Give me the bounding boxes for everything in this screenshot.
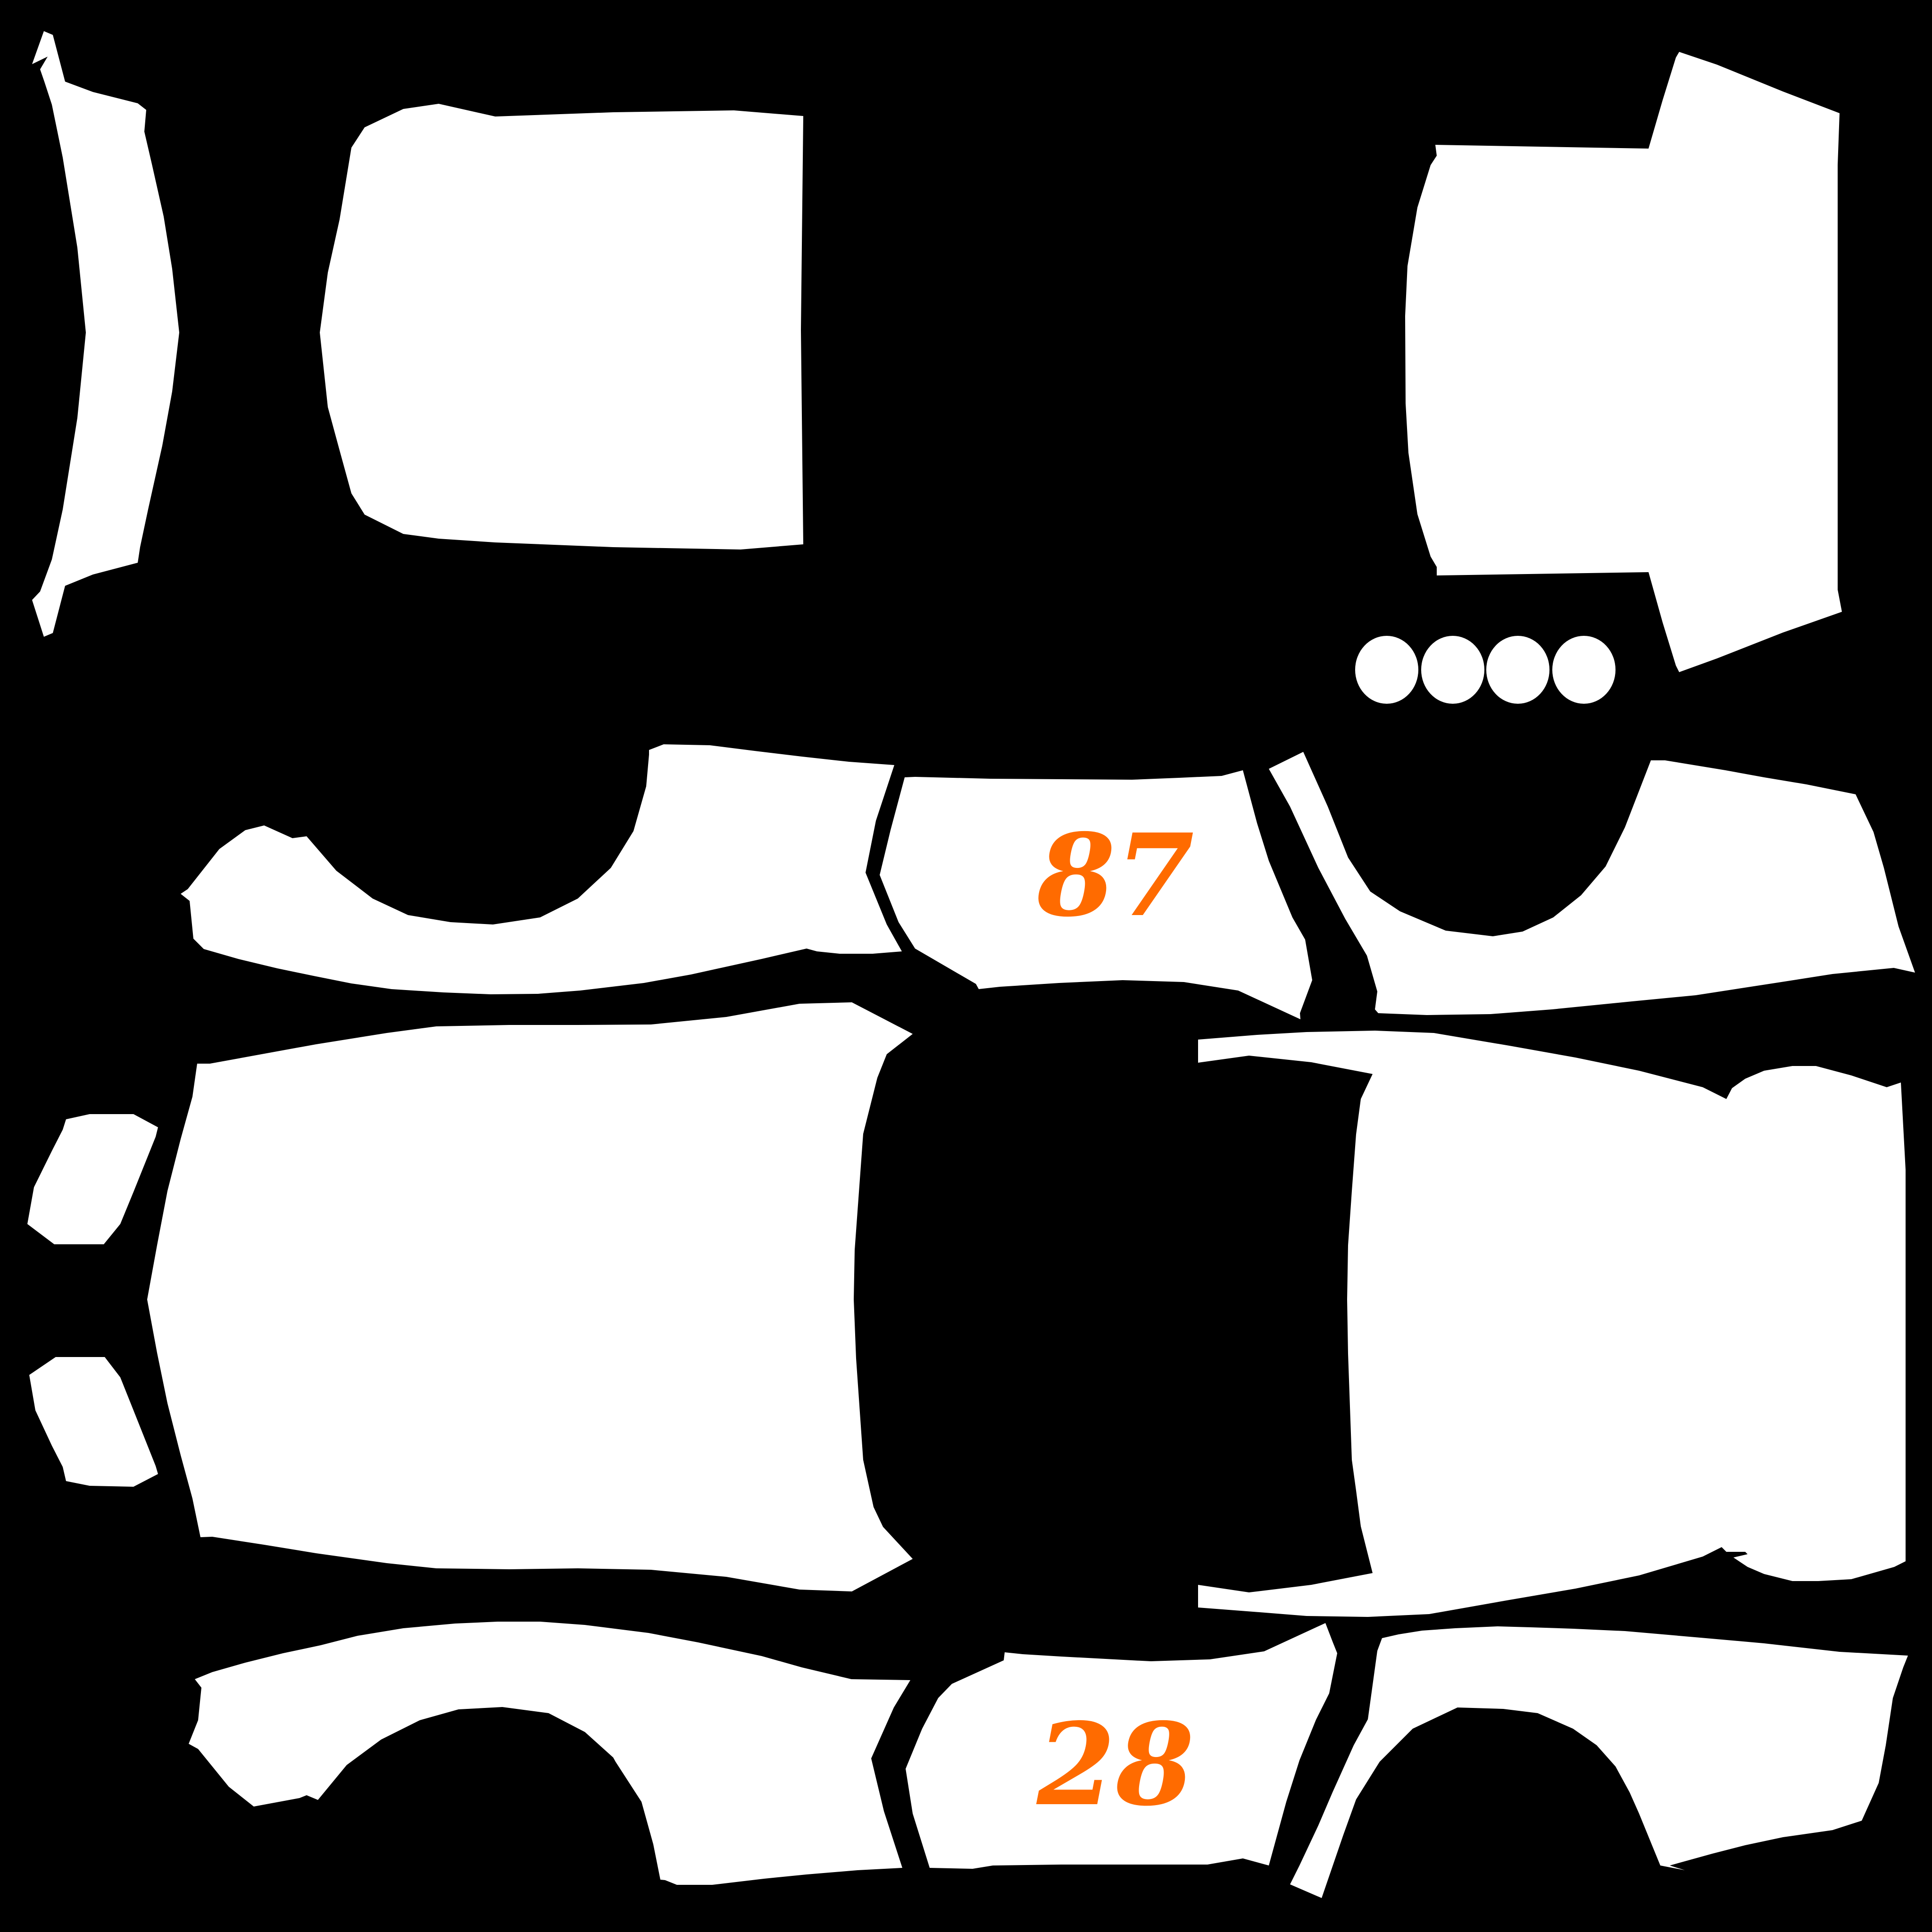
rear-bumper-panel <box>880 770 1312 1019</box>
front-bumper-panel <box>906 1623 1337 1869</box>
left-side-lower-panel <box>189 1622 910 1885</box>
headlight-3 <box>1486 636 1549 704</box>
rear-number-decal: 87 <box>1036 809 1194 942</box>
right-side-lower-panel <box>1290 1626 1908 1898</box>
headlight-group <box>1355 636 1616 704</box>
headlight-2 <box>1421 636 1484 704</box>
right-side-upper-panel <box>1269 752 1915 1015</box>
headlight-4 <box>1552 636 1616 704</box>
rear-quarter-window-upper <box>27 1114 158 1244</box>
right-body-side-panel <box>1198 1031 1906 1617</box>
roof-panel <box>320 104 803 550</box>
windshield-panel <box>32 31 179 637</box>
headlight-1 <box>1355 636 1418 704</box>
rear-quarter-window-lower <box>29 1357 158 1487</box>
front-number-decal: 28 <box>1036 1698 1194 1831</box>
left-body-side-panel <box>147 1002 913 1591</box>
left-side-upper-panel <box>181 744 902 994</box>
hood-panel <box>1405 52 1842 672</box>
